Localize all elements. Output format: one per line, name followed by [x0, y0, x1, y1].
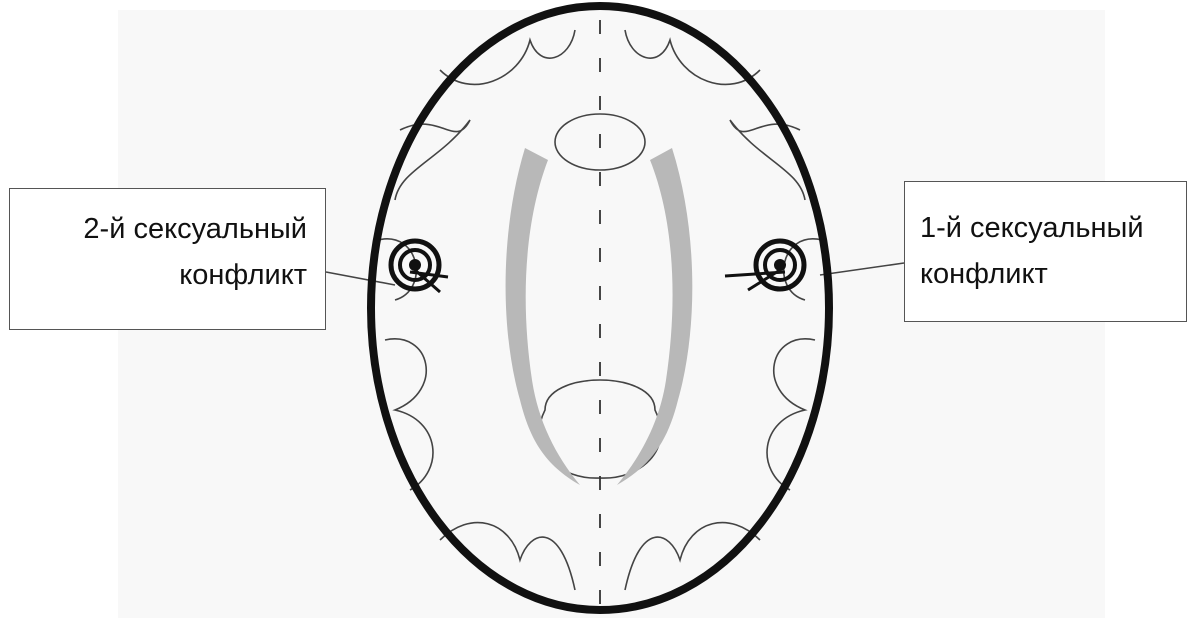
focus-left — [391, 241, 448, 292]
ventricles — [506, 148, 693, 485]
left-callout-line — [326, 272, 395, 285]
lobe-boundary-top-right — [625, 30, 760, 84]
lobe-boundary-upper-right — [730, 120, 805, 200]
lobe-boundary-upper-left — [395, 120, 470, 200]
focus-center-left — [409, 259, 421, 271]
label-second-sexual-conflict: 2-й сексуальный конфликт — [9, 188, 326, 330]
label-left-line1: 2-й сексуальный — [10, 206, 307, 252]
label-first-sexual-conflict: 1-й сексуальный конфликт — [904, 181, 1187, 322]
lobe-boundary-top-left — [440, 30, 575, 84]
label-right-line2: конфликт — [920, 251, 1186, 297]
right-callout-line — [820, 263, 904, 275]
lobe-boundaries — [326, 30, 904, 590]
ventricle-right — [617, 148, 692, 485]
label-left-line2: конфликт — [10, 252, 307, 298]
ventricle-left — [506, 148, 580, 485]
focus-center-right — [774, 259, 786, 271]
label-right-line1: 1-й сексуальный — [920, 205, 1186, 251]
